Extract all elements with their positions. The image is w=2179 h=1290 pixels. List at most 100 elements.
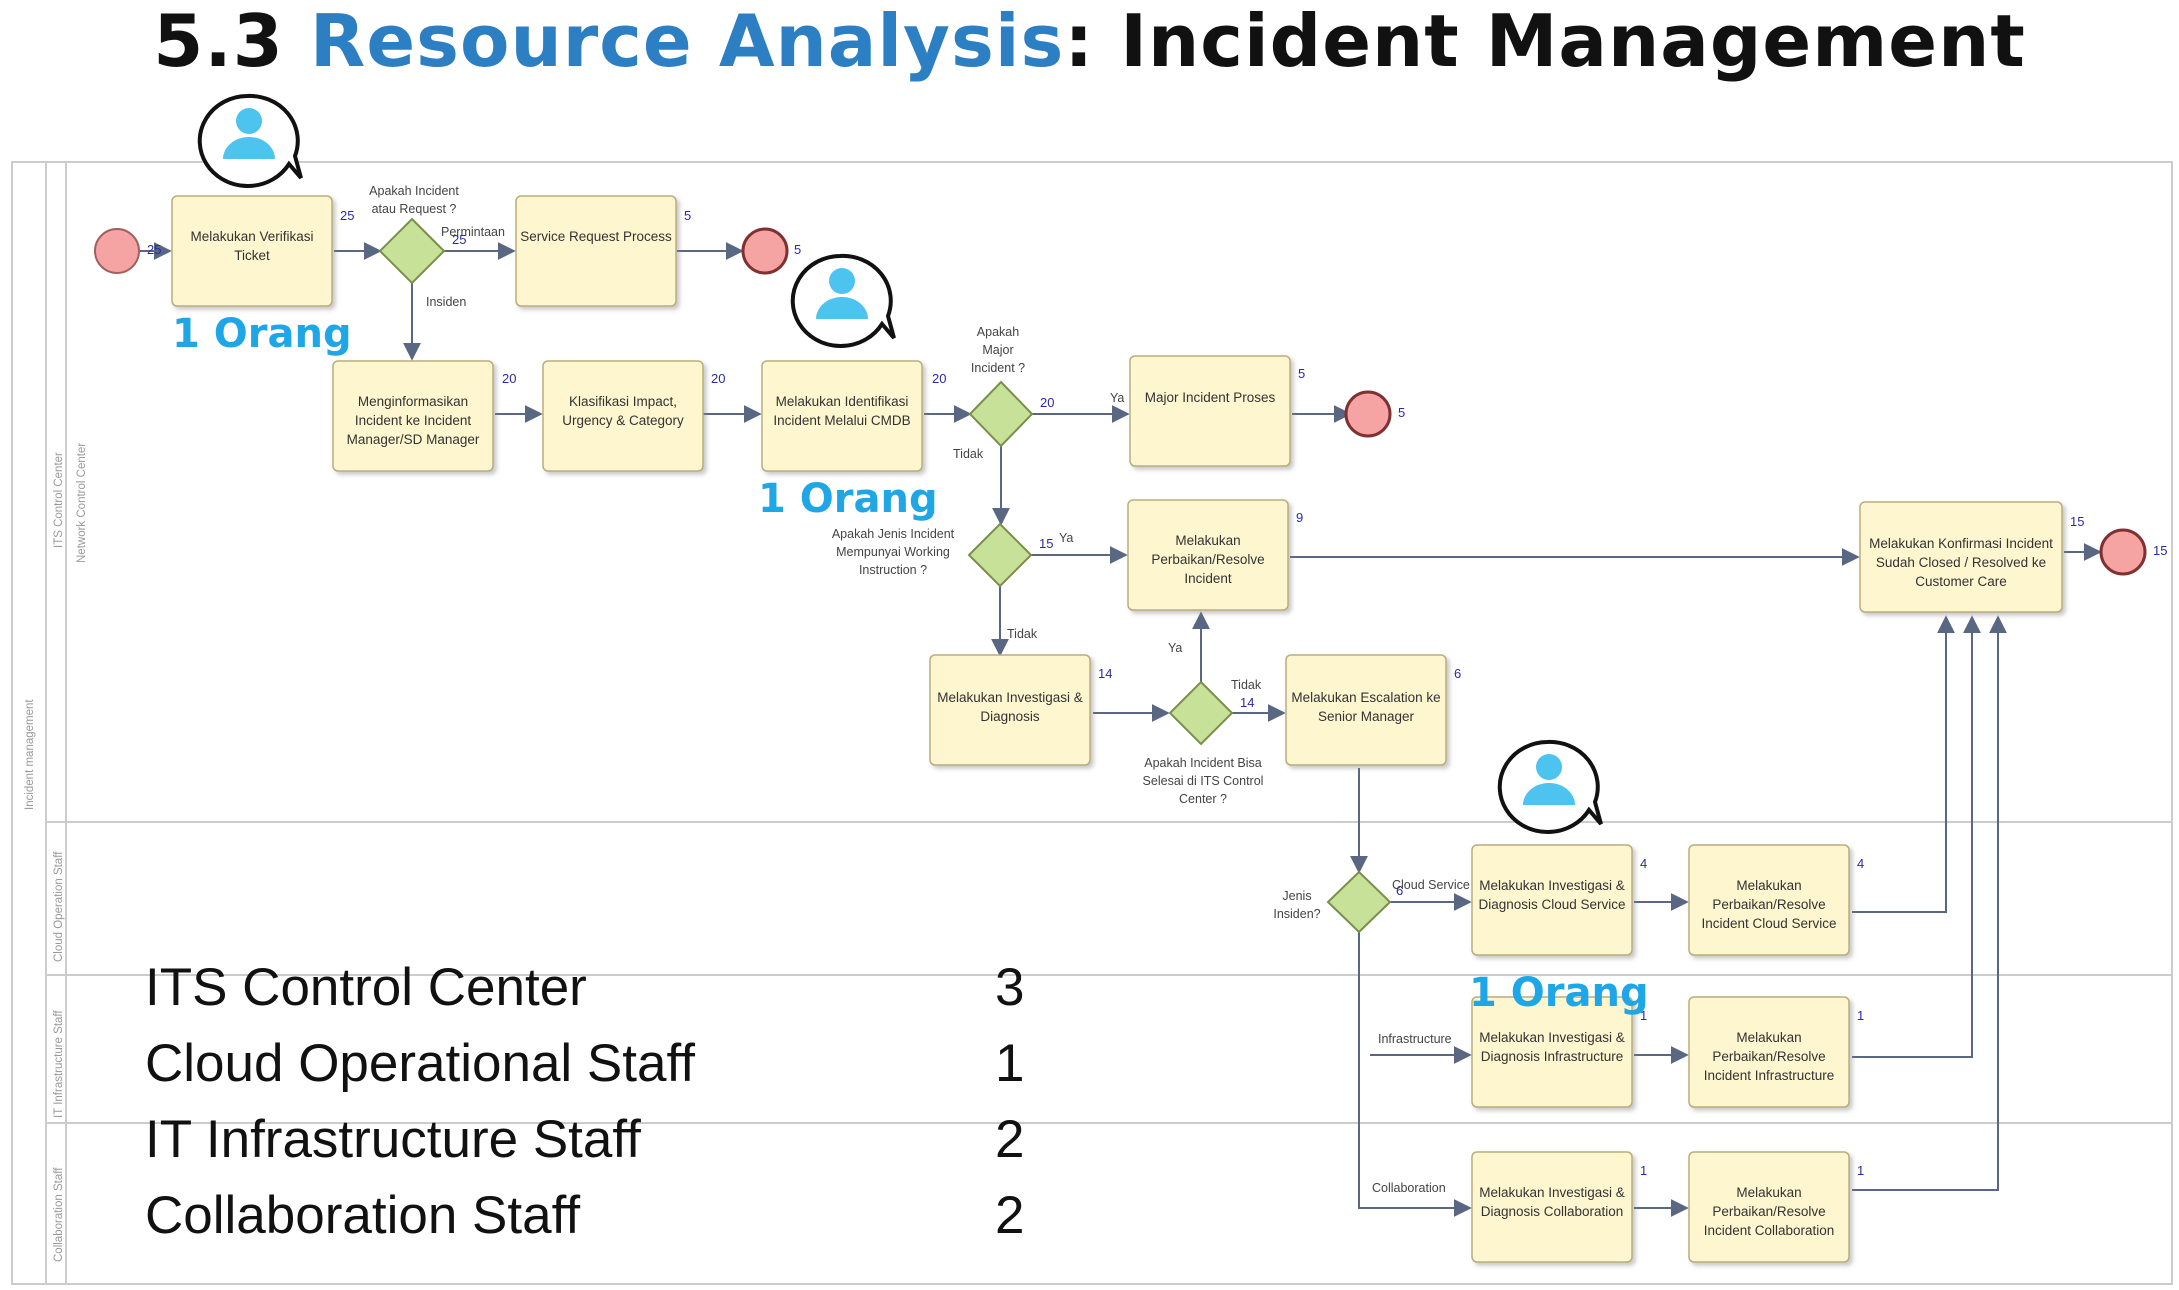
svg-text:5: 5	[1298, 366, 1305, 381]
svg-text:5: 5	[794, 242, 801, 257]
task-res-cloud	[1688, 844, 1850, 956]
summary-count: 2	[995, 1186, 1025, 1245]
task-res-infra	[1688, 996, 1850, 1108]
gateway-working-instruction	[967, 522, 1033, 588]
svg-text:5: 5	[1398, 405, 1405, 420]
summary-count: 3	[995, 958, 1025, 1017]
task-inv-collab	[1471, 1151, 1633, 1263]
sequence-flows	[140, 242, 2102, 1217]
task-klasifikasi	[542, 360, 704, 472]
end-event-major	[1344, 390, 1392, 438]
task-menginformasikan	[332, 360, 494, 472]
svg-text:9: 9	[1296, 510, 1303, 525]
flow-rescollab-konfirmasi	[1852, 615, 2007, 1191]
svg-text:5: 5	[684, 208, 691, 223]
svg-text:Melakukan Investigasi &Diagnos: Melakukan Investigasi &Diagnosis Collabo…	[1479, 1185, 1625, 1219]
task-konfirmasi	[1859, 501, 2063, 613]
task-service-request	[515, 195, 677, 307]
svg-text:Tidak: Tidak	[1007, 627, 1038, 641]
gateway-major-incident	[968, 380, 1034, 448]
svg-text:Collaboration: Collaboration	[1372, 1181, 1446, 1195]
svg-text:1: 1	[1640, 1008, 1647, 1023]
task-major-incident	[1129, 355, 1291, 467]
gateway-incident-or-request	[378, 217, 446, 285]
svg-text:25: 25	[452, 232, 466, 247]
svg-text:Ya: Ya	[1059, 531, 1073, 545]
svg-text:4: 4	[1640, 856, 1647, 871]
summary-role: Cloud Operational Staff	[145, 1034, 695, 1093]
svg-text:1: 1	[1857, 1008, 1864, 1023]
summary-role: IT Infrastructure Staff	[145, 1110, 641, 1169]
lane-label-collab: Collaboration Staff	[53, 1167, 65, 1262]
task-verifikasi	[171, 195, 333, 307]
pool-label: Incident management	[24, 699, 36, 810]
summary-row: ITS Control Center 3	[145, 950, 1045, 1026]
slide-title: 5.3 Resource Analysis: Incident Manageme…	[0, 0, 2179, 90]
user-avatar-icon-cloud	[1497, 739, 1603, 834]
svg-text:20: 20	[711, 371, 725, 386]
start-event	[94, 228, 140, 274]
task-identifikasi	[761, 360, 923, 472]
svg-text:Klasifikasi Impact,Urgency & C: Klasifikasi Impact,Urgency & Category	[562, 394, 684, 428]
svg-text:Tidak: Tidak	[1231, 678, 1262, 692]
svg-text:Ya: Ya	[1110, 391, 1124, 405]
gateway-jenis-insiden	[1326, 870, 1392, 934]
resource-tag-ident: 1 Orang	[758, 476, 938, 522]
lane-label-infra: IT Infrastructure Staff	[53, 1010, 65, 1118]
svg-text:1: 1	[1857, 1163, 1864, 1178]
pool-frame	[11, 161, 2173, 1285]
resource-tag-verif: 1 Orang	[172, 311, 352, 357]
summary-row: Cloud Operational Staff 1	[145, 1026, 1045, 1102]
task-inv-infra	[1471, 996, 1633, 1108]
svg-text:6: 6	[1454, 666, 1461, 681]
flow-resinfra-konfirmasi	[1852, 615, 1981, 1058]
gateways	[378, 217, 1392, 934]
svg-text:25: 25	[340, 208, 354, 223]
summary-count: 2	[995, 1110, 1025, 1169]
task-inv-cloud	[1471, 844, 1633, 956]
svg-text:Tidak: Tidak	[953, 447, 984, 461]
summary-count: 1	[995, 1034, 1025, 1093]
resource-tag-cloud: 1 Orang	[1469, 970, 1649, 1016]
title-suffix: : Incident Management	[1064, 0, 2026, 83]
title-prefix: 5.3	[153, 0, 310, 83]
tasks	[171, 195, 2063, 1263]
summary-role: ITS Control Center	[145, 958, 587, 1017]
svg-text:1: 1	[1640, 1163, 1647, 1178]
svg-text:Infrastructure: Infrastructure	[1378, 1032, 1452, 1046]
instance-counts: 25 25 25 5 5 20 20 20 20 5 5 15 9 15 15 …	[147, 208, 2167, 1178]
svg-text:14: 14	[1098, 666, 1112, 681]
lane-label-cloud: Cloud Operation Staff	[53, 851, 65, 962]
gateway-resolvable	[1168, 680, 1234, 746]
svg-text:15: 15	[2070, 514, 2084, 529]
svg-text:Cloud Service: Cloud Service	[1392, 878, 1470, 892]
svg-text:15: 15	[2153, 543, 2167, 558]
svg-text:20: 20	[932, 371, 946, 386]
svg-text:15: 15	[1039, 536, 1053, 551]
svg-text:14: 14	[1240, 695, 1254, 710]
svg-text:6: 6	[1396, 883, 1403, 898]
user-avatar-icon-ident	[790, 253, 896, 348]
flow-rescloud-konfirmasi	[1852, 615, 1955, 913]
svg-text:Melakukan Investigasi &Diagnos: Melakukan Investigasi &Diagnosis Cloud S…	[1478, 878, 1625, 912]
task-investigasi	[929, 654, 1091, 766]
svg-text:Major Incident Proses: Major Incident Proses	[1145, 390, 1276, 405]
end-event-closed	[2099, 528, 2147, 576]
svg-text:Melakukan Investigasi &Diagnos: Melakukan Investigasi &Diagnosis Infrast…	[1479, 1030, 1625, 1064]
flow-labels: Permintaan Insiden Ya Tidak Ya Tidak Ya …	[426, 225, 1470, 1195]
task-escalation	[1285, 654, 1447, 766]
svg-text:Insiden: Insiden	[426, 295, 466, 309]
